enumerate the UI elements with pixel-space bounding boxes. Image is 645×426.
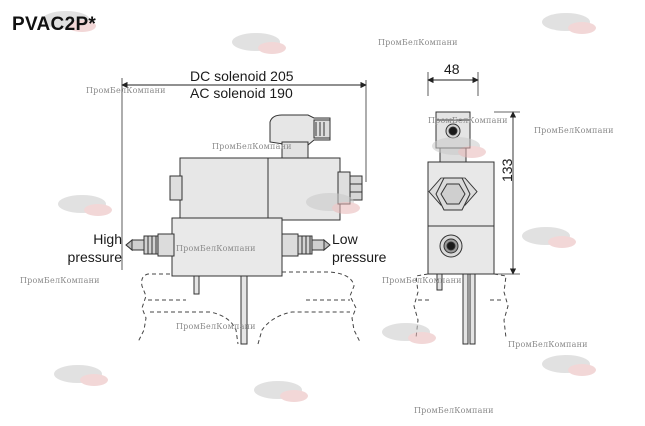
port-bore [446, 241, 456, 251]
watermark-text: ПромБелКомпани [20, 276, 100, 285]
ac-solenoid-label: AC solenoid 190 [190, 85, 293, 101]
watermark-text: ПромБелКомпани [378, 38, 458, 47]
mounting-pin [240, 275, 248, 345]
watermark-text: ПромБелКомпани [86, 86, 166, 95]
high-pressure-label-line1: High [93, 231, 122, 247]
page-title: PVAC2P* [12, 14, 97, 35]
watermark-text: ПромБелКомпани [382, 276, 462, 285]
watermark-text: ПромБелКомпани [212, 142, 292, 151]
dc-solenoid-label: DC solenoid 205 [190, 68, 294, 84]
low-pressure-label-line1: Low [332, 231, 358, 247]
width-label: 48 [444, 61, 460, 77]
watermark-text: ПромБелКомпани [534, 126, 614, 135]
watermark-text: ПромБелКомпани [414, 406, 494, 415]
watermark-text: ПромБелКомпани [176, 244, 256, 253]
watermark-logos [42, 11, 596, 402]
front-view [121, 78, 367, 345]
low-pressure-label-line2: pressure [332, 249, 387, 265]
solenoid-coil [179, 157, 341, 221]
manual-override-nut [349, 175, 363, 201]
high-pressure-port [131, 239, 145, 251]
side-manifold-outline [413, 273, 509, 339]
watermark-text: ПромБелКомпани [428, 116, 508, 125]
valve-body [171, 217, 283, 277]
side-view [427, 72, 520, 345]
low-pressure-port [311, 239, 325, 251]
watermark-text: ПромБелКомпани [508, 340, 588, 349]
watermark-text: ПромБелКомпани [176, 322, 256, 331]
high-pressure-label-line2: pressure [67, 249, 122, 265]
height-label: 133 [499, 158, 515, 182]
connector-screw [448, 126, 458, 136]
front-manifold-outline [137, 271, 361, 345]
